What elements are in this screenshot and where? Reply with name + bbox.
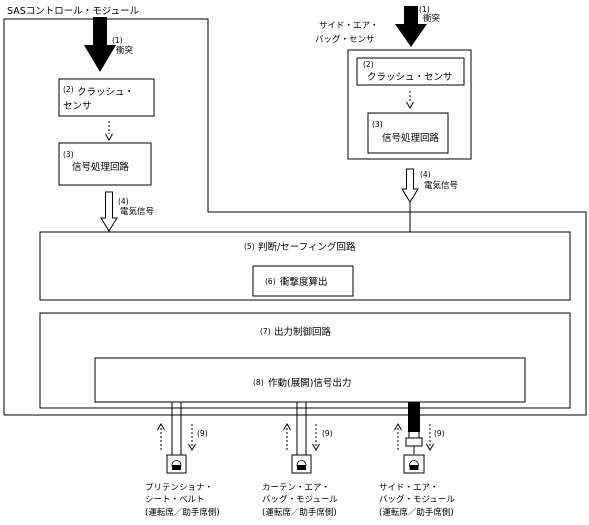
signal-processing-number-left: (3) xyxy=(63,150,74,159)
device-caption-1-line-2: シート・ベルト xyxy=(145,495,205,505)
crash-sensor-number-left: (2) xyxy=(63,85,74,94)
impact-number-left: (1) xyxy=(112,36,123,45)
device-caption-1-line-3: (運転席／助手席側) xyxy=(145,507,220,518)
dashed-connector-head-left xyxy=(105,133,113,141)
impact-calc-box xyxy=(252,265,354,297)
crash-sensor-number-right: (2) xyxy=(363,60,374,69)
signal-up-head-3 xyxy=(394,423,402,431)
actuation-signal-label: 作動(展開)信号出力 xyxy=(268,377,351,389)
actuation-signal-number: (8) xyxy=(253,378,264,387)
device-side-airbag: (9) xyxy=(394,402,445,474)
signal-down-head-1 xyxy=(188,443,196,451)
impact-label-right: 衝突 xyxy=(423,13,441,24)
device-caption-2-line-3: (運転席／助手席側) xyxy=(262,507,337,518)
signal-up-head-1 xyxy=(157,423,165,431)
line-number-1: (9) xyxy=(197,429,208,438)
signal-processing-label-left: 信号処理回路 xyxy=(72,161,130,173)
signal-processing-number-right: (3) xyxy=(372,120,383,129)
crash-sensor-box-left xyxy=(58,78,155,117)
curtain-airbag-icon xyxy=(291,454,312,474)
electric-signal-label-right: 電気信号 xyxy=(424,180,458,191)
impact-label-left: 衝突 xyxy=(116,45,134,56)
judgment-safing-number: (5) xyxy=(244,242,255,251)
electric-signal-label-left: 電気信号 xyxy=(120,206,154,217)
device-caption-1-line-1: プリテンショナ・ xyxy=(145,483,213,493)
output-control-label: 出力制御回路 xyxy=(274,326,332,338)
crash-sensor-box-right xyxy=(356,57,465,86)
line-number-2: (9) xyxy=(322,429,333,438)
sas-module-border xyxy=(3,18,587,416)
line-number-3: (9) xyxy=(434,429,445,438)
side-sensor-label-1: サイド・エア・ xyxy=(319,21,379,31)
device-caption-3-line-2: バッグ・モジュール xyxy=(379,494,455,505)
impact-arrow-right xyxy=(395,6,427,47)
device-curtain-airbag: (9) xyxy=(283,402,333,474)
side-sensor-label-2: バッグ・センサ xyxy=(315,34,375,45)
crash-sensor-label-left-1: クラッシュ・ xyxy=(77,87,134,98)
impact-calc-number: (6) xyxy=(265,277,276,286)
impact-arrow-left xyxy=(84,17,116,72)
output-control-number: (7) xyxy=(260,327,271,336)
impact-calc-label: 衝撃度算出 xyxy=(280,276,328,288)
signal-up-head-2 xyxy=(283,423,291,431)
signal-processing-label-right: 信号処理回路 xyxy=(382,132,440,144)
module-title: SASコントロール・モジュール xyxy=(7,6,140,17)
pretensioner-icon xyxy=(166,454,187,474)
device-caption-2-line-2: バッグ・モジュール xyxy=(262,494,338,505)
actuation-signal-box xyxy=(94,357,526,403)
electric-signal-number-right: (4) xyxy=(420,170,431,179)
signal-down-head-2 xyxy=(312,443,320,451)
impact-number-right: (1) xyxy=(419,5,430,14)
device-caption-2-line-1: カーテン・エア・ xyxy=(262,483,330,493)
device-caption-3-line-3: (運転席／助手席側) xyxy=(379,507,454,518)
side-airbag-icon xyxy=(403,454,425,474)
signal-down-head-3 xyxy=(426,443,434,451)
device-pretensioner: (9) xyxy=(157,402,208,474)
electric-signal-arrow-right xyxy=(401,168,419,203)
judgment-safing-label: 判断/セーフィング回路 xyxy=(258,241,356,253)
crash-sensor-label-left-2: センサ xyxy=(63,101,92,112)
device-caption-3-line-1: サイド・エア・ xyxy=(379,483,439,493)
crash-sensor-label-right: クラッシュ・センサ xyxy=(367,72,453,83)
signal-processing-box-left xyxy=(58,142,152,186)
electric-signal-number-left: (4) xyxy=(118,197,129,206)
electric-signal-arrow-left xyxy=(100,191,118,232)
signal-processing-box-right xyxy=(367,112,449,154)
dashed-connector-head-right xyxy=(406,101,414,109)
